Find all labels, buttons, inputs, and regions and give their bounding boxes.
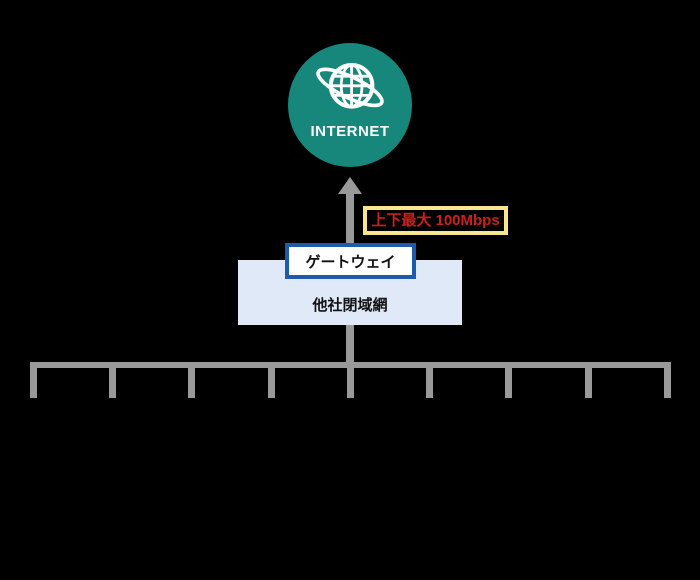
gateway-trunk-connector: [346, 325, 354, 365]
bandwidth-badge: 上下最大 100Mbps: [363, 206, 508, 235]
gateway-box: ゲートウェイ: [285, 243, 416, 279]
internet-node: INTERNET: [288, 43, 412, 167]
branch-line: [267, 362, 275, 398]
branch-line: [30, 362, 37, 398]
branch-line: [426, 362, 434, 398]
branch-line: [663, 362, 671, 398]
branch-line: [188, 362, 196, 398]
branch-line: [346, 362, 354, 398]
branch-line: [505, 362, 513, 398]
internet-label: INTERNET: [310, 123, 390, 140]
uplink-arrow-shaft: [346, 192, 354, 245]
branch-line: [109, 362, 117, 398]
branch-line: [584, 362, 592, 398]
closed-network-label: 他社閉域網: [312, 297, 388, 314]
gateway-label: ゲートウェイ: [305, 253, 396, 271]
globe-orbit-icon: [316, 63, 384, 109]
uplink-arrow-head: [338, 177, 362, 194]
